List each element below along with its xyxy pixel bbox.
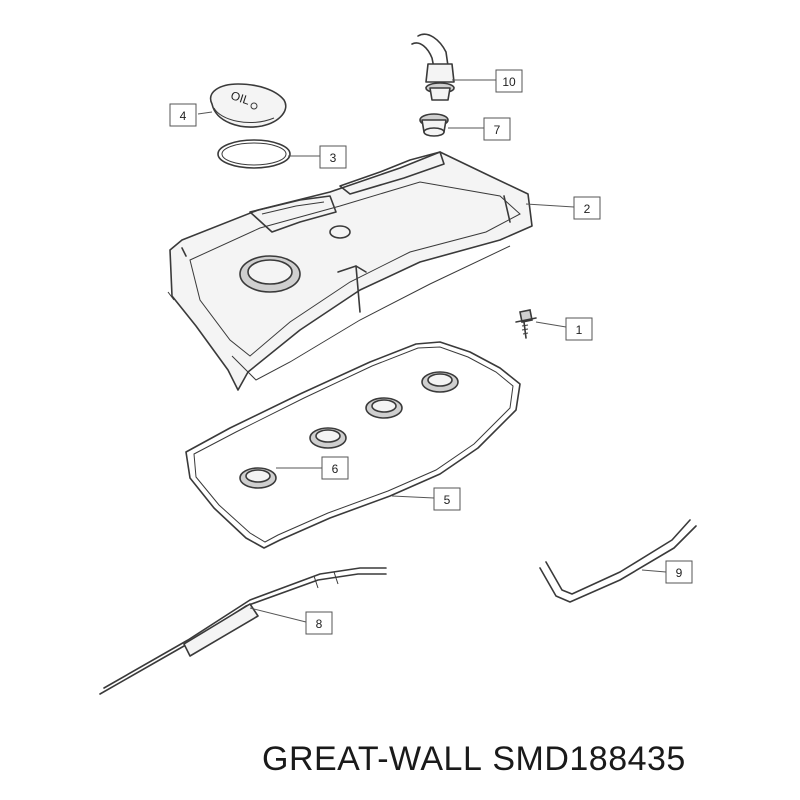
breather-hose-short-part	[539, 519, 697, 603]
callout-8-label: 8	[316, 617, 323, 631]
callout-2: 2	[573, 196, 601, 220]
callout-leaders	[197, 79, 667, 623]
callout-4-label: 4	[180, 109, 187, 123]
part-caption: GREAT-WALL SMD188435	[262, 740, 792, 784]
oil-cap-label: OIL	[229, 88, 252, 107]
bolt-part	[515, 309, 537, 339]
callout-10-label: 10	[502, 75, 516, 89]
callout-1: 1	[565, 317, 593, 341]
callout-9-label: 9	[676, 566, 683, 580]
callout-3-label: 3	[330, 151, 337, 165]
callout-5: 5	[433, 487, 461, 511]
pcv-elbow-part	[411, 33, 455, 101]
callout-7: 7	[483, 117, 511, 141]
breather-hose-long-part	[99, 567, 387, 695]
callout-7-label: 7	[494, 123, 501, 137]
callout-6-label: 6	[332, 462, 339, 476]
callout-4: 4	[169, 103, 197, 127]
valve-cover-part	[167, 151, 533, 391]
callout-10: 10	[495, 69, 523, 93]
callout-5-label: 5	[444, 493, 451, 507]
part-number: SMD188435	[492, 740, 686, 778]
cap-seal-ring-part	[217, 139, 291, 169]
brand-name: GREAT-WALL	[262, 740, 483, 778]
callout-6: 6	[321, 456, 349, 480]
callout-3: 3	[319, 145, 347, 169]
callout-9: 9	[665, 560, 693, 584]
callout-1-label: 1	[576, 323, 583, 337]
callout-8: 8	[305, 611, 333, 635]
spark-plug-seals-part	[239, 371, 459, 489]
oil-filler-cap-part: OIL	[209, 83, 287, 128]
grommet-part	[419, 113, 449, 137]
valve-cover-gasket-part	[185, 341, 521, 549]
callout-2-label: 2	[584, 202, 591, 216]
